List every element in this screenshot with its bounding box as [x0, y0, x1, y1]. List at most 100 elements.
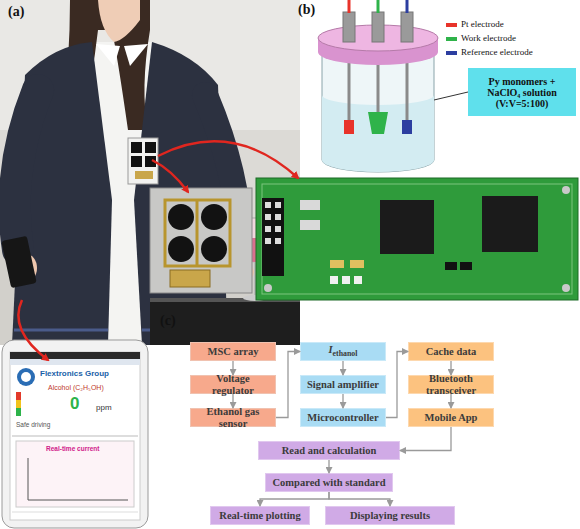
box-text: Real-time plotting	[219, 510, 300, 522]
box-text: Microcontroller	[307, 412, 378, 424]
flow-arrow	[232, 361, 233, 375]
process-box: Real-time plotting	[210, 506, 310, 525]
msc-device-photo	[168, 204, 194, 230]
process-box: Read and calculation	[258, 441, 400, 460]
wearer-photo	[150, 300, 300, 345]
phone-screenshot	[12, 512, 138, 513]
box-text: Mobile App	[425, 412, 478, 424]
app-reading-value: 0	[70, 395, 79, 412]
pcb-board	[275, 202, 281, 208]
box-text: Bluetooth transceiver	[413, 373, 489, 396]
legend-row: Work electrode	[446, 34, 516, 43]
legend-swatch	[446, 51, 457, 55]
legend-text: Pt electrode	[461, 20, 504, 29]
box-text: Compared with standard	[273, 477, 386, 489]
msc-device-photo	[201, 204, 227, 230]
electrode-cell	[343, 12, 355, 42]
flow-arrow	[450, 361, 451, 375]
msc-device-photo	[165, 200, 230, 266]
electrode-cell	[322, 50, 434, 172]
process-box: MSC array	[190, 342, 276, 361]
wearer-photo	[131, 142, 142, 153]
process-box: Compared with standard	[265, 473, 393, 492]
box-text: Read and calculation	[282, 445, 377, 457]
panel-label: (c)	[160, 314, 176, 328]
flow-arrow	[400, 427, 451, 451]
msc-device-photo	[150, 188, 252, 293]
pcb-board	[342, 276, 350, 284]
pcb-board	[264, 284, 272, 292]
wearer-photo	[1, 236, 36, 288]
pointer-arrow	[18, 300, 48, 360]
electrode-cell	[368, 112, 388, 134]
wearer-photo	[124, 44, 148, 66]
pcb-board	[482, 196, 538, 252]
flow-arrow	[276, 352, 300, 418]
app-status: Safe driving	[16, 422, 50, 429]
pcb-board	[256, 178, 578, 300]
process-box: Ethanol gas sensor	[190, 408, 276, 427]
phone-screenshot	[10, 359, 140, 365]
process-box: Bluetooth transceiver	[408, 375, 494, 394]
electrode-cell	[344, 120, 354, 134]
pcb-board	[445, 262, 457, 270]
flow-arrow	[342, 394, 343, 408]
wearer-photo	[98, 0, 140, 42]
symbol-subscript: ethanol	[333, 349, 358, 358]
pcb-board	[275, 214, 281, 220]
msc-device-photo	[150, 188, 252, 293]
pcb-board	[262, 198, 284, 276]
pcb-board	[562, 186, 570, 194]
phone-screenshot	[2, 340, 148, 528]
pcb-board	[275, 238, 281, 244]
phone-screenshot	[17, 368, 35, 386]
pcb-board	[350, 260, 364, 268]
phone-screenshot	[2, 340, 148, 528]
msc-device-photo	[170, 270, 210, 287]
legend-swatch	[446, 37, 457, 41]
wearer-photo	[15, 90, 38, 250]
flow-arrow	[450, 394, 451, 408]
box-text: Displaying results	[350, 510, 430, 522]
flow-arrow	[260, 492, 329, 506]
electrode-cell	[434, 92, 468, 100]
app-reading-name: Alcohol (C₂H₅OH)	[48, 384, 104, 391]
app-unit: ppm	[96, 404, 112, 412]
box-text: Iethanol	[329, 344, 358, 359]
box-text: Voltage regulator	[195, 373, 271, 396]
electrode-cell	[377, 0, 380, 13]
electrode-cell	[318, 0, 468, 172]
flow-arrow	[329, 492, 390, 506]
symbol-letter: I	[329, 344, 333, 355]
app-chart-title: Real-time current	[46, 446, 99, 453]
pcb-board	[256, 178, 578, 300]
pcb-board	[262, 184, 572, 294]
phone-screenshot	[16, 400, 21, 408]
pcb-board	[354, 276, 362, 284]
process-box: Voltage regulator	[190, 375, 276, 394]
pcb-board	[300, 200, 320, 210]
wearer-photo	[96, 44, 120, 66]
box-text: Cache data	[426, 346, 476, 358]
wearer-photo	[135, 171, 153, 179]
legend-row: Reference electrode	[446, 48, 533, 57]
phone-screenshot	[28, 458, 128, 500]
phone-screenshot	[10, 352, 140, 520]
electrode-cell	[401, 12, 413, 42]
process-box: Mobile App	[408, 408, 494, 427]
phone-screenshot	[16, 408, 21, 416]
process-box: Signal amplifier	[300, 375, 386, 394]
pcb-board	[265, 214, 271, 220]
phone-screenshot	[16, 392, 21, 400]
pcb-board	[330, 276, 338, 284]
process-box: Cache data	[408, 342, 494, 361]
electrode-cell	[372, 12, 384, 42]
flow-arrow	[232, 394, 233, 408]
pointer-arrow	[158, 141, 298, 178]
pcb-board	[562, 284, 570, 292]
phone-screenshot	[10, 352, 140, 359]
pcb-board	[330, 260, 344, 268]
wearer-photo	[145, 142, 156, 153]
box-text: Signal amplifier	[307, 379, 379, 391]
